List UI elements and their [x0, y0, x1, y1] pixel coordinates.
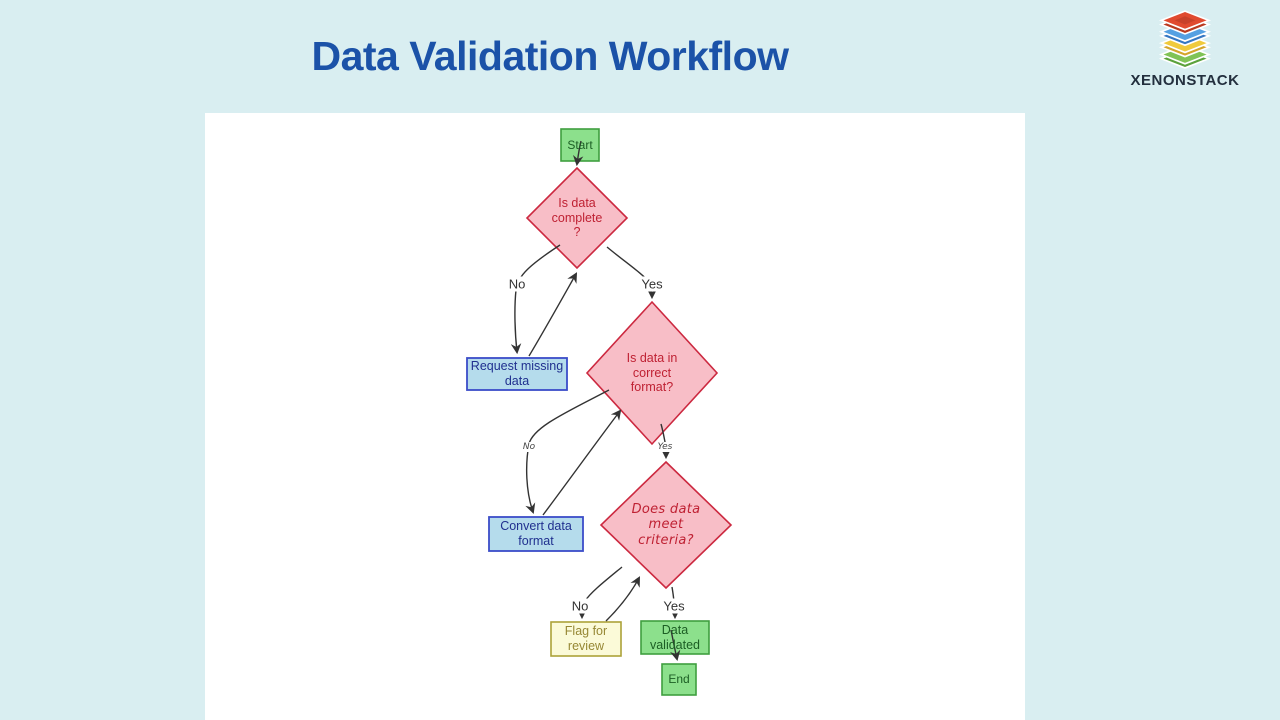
decision-is-format-shape [585, 300, 719, 446]
edge-label-yes-2: Yes [654, 442, 676, 452]
decision-meets-criteria-shape [599, 460, 733, 590]
edge-validated-to-end [670, 629, 681, 662]
edge-label-no-2: No [519, 442, 539, 452]
logo-brand-name: XENONSTACK [1130, 72, 1240, 89]
flag-for-review-shape [550, 621, 622, 657]
page-title: Data Validation Workflow [311, 33, 789, 79]
edge-convert-return [542, 409, 622, 516]
xenonstack-logo: XENONSTACK [1124, 8, 1246, 89]
flowchart-canvas: Start Is data complete ? Request missing… [205, 113, 1025, 720]
edge-start-to-complete [572, 140, 584, 167]
end-node-shape [661, 663, 697, 696]
edge-flag-return [605, 576, 640, 622]
request-missing-data-shape [466, 357, 568, 391]
stacked-layers-icon [1158, 10, 1212, 69]
edge-format-no [525, 389, 610, 514]
edge-complete-no [510, 244, 561, 355]
decision-is-complete-shape [525, 166, 629, 270]
edge-label-no-1: No [505, 276, 529, 292]
edge-label-yes-1: Yes [638, 276, 666, 292]
convert-data-format-shape [488, 516, 584, 552]
edge-request-return [528, 272, 578, 357]
edge-label-no-3: No [568, 598, 592, 614]
edge-label-yes-3: Yes [660, 598, 688, 614]
flowchart-svg [466, 128, 733, 696]
